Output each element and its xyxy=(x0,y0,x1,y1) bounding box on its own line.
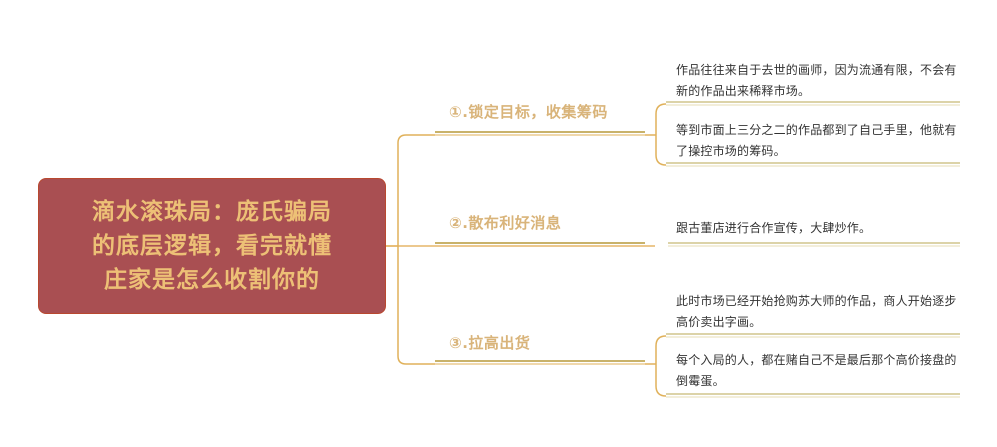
root-title-line-2: 的底层逻辑，看完就懂 xyxy=(92,233,332,259)
leaf-node-2-1[interactable]: 跟古董店进行合作宣传，大肆炒作。 xyxy=(676,221,872,235)
leaf-node-1-1[interactable]: 作品往往来自于去世的画师，因为流通有限，不会有新的作品出来稀释市场。 xyxy=(676,63,957,98)
branch-node-2[interactable]: ②.散布利好消息 xyxy=(449,214,562,232)
root-title-line-1: 滴水滚珠局：庞氏骗局 xyxy=(92,199,332,225)
leaf-node-3-2[interactable]: 每个入局的人，都在赌自己不是最后那个高价接盘的倒霉蛋。 xyxy=(676,353,957,388)
leaf-node-1-2[interactable]: 等到市面上三分之二的作品都到了自己手里，他就有了操控市场的筹码。 xyxy=(676,123,957,158)
root-node[interactable]: 滴水滚珠局：庞氏骗局 的底层逻辑，看完就懂 庄家是怎么收割你的 xyxy=(38,178,386,314)
root-title-line-3: 庄家是怎么收割你的 xyxy=(104,267,320,293)
root-title: 滴水滚珠局：庞氏骗局 的底层逻辑，看完就懂 庄家是怎么收割你的 xyxy=(92,195,332,297)
branch-node-1[interactable]: ①.锁定目标，收集筹码 xyxy=(449,103,608,121)
branch-node-3[interactable]: ③.拉高出货 xyxy=(449,334,531,352)
leaf-node-3-1[interactable]: 此时市场已经开始抢购苏大师的作品，商人开始逐步高价卖出字画。 xyxy=(676,294,957,329)
